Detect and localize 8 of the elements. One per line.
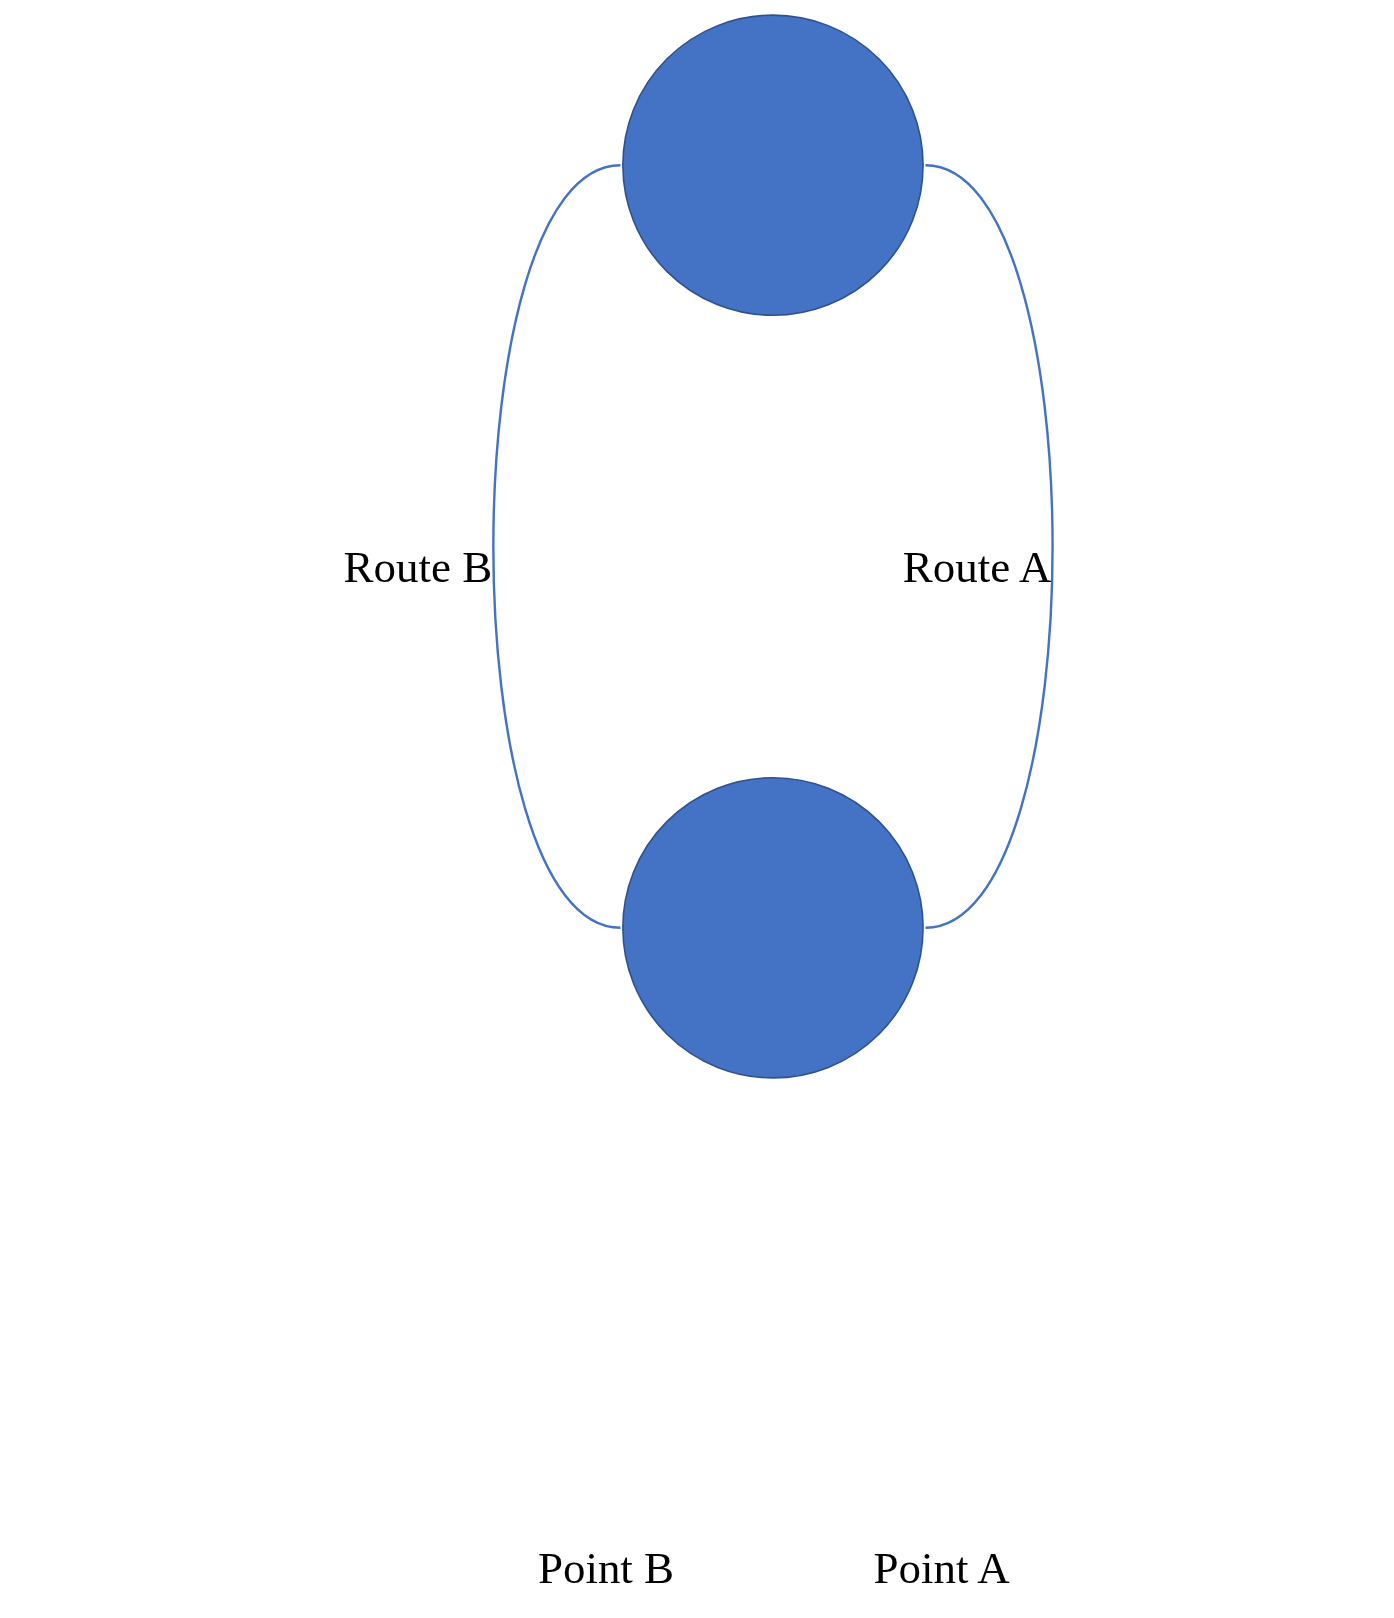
connector bbox=[491, 164, 621, 929]
node-circle bbox=[621, 776, 924, 1079]
node-circle bbox=[621, 14, 924, 317]
edge-label: Route B bbox=[343, 542, 492, 593]
edge-label: Route A bbox=[902, 542, 1051, 593]
connector bbox=[924, 164, 1054, 929]
label: Point B bbox=[537, 1542, 674, 1593]
label: Point A bbox=[872, 1542, 1010, 1593]
